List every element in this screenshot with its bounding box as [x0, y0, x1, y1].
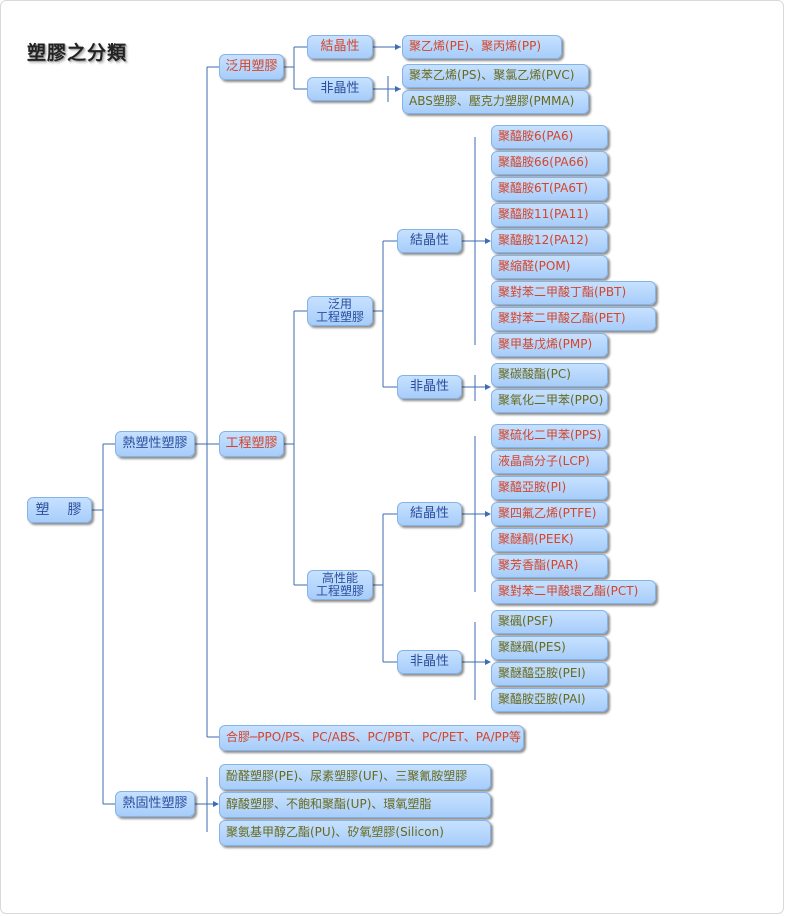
- node-thermoset: 熱固性塑膠: [115, 791, 195, 817]
- geng-crystalline-item: 聚對苯二甲酸乙酯(PET): [491, 307, 656, 331]
- geng-crystalline-item: 聚醯胺66(PA66): [491, 151, 608, 175]
- node-geng-amorphous: 非晶性: [397, 375, 462, 399]
- heng-crystalline-item: 聚芳香酯(PAR): [491, 554, 608, 578]
- node-thermoplastic: 熱塑性塑膠: [115, 431, 195, 457]
- heng-amorphous-item: 聚醯胺亞胺(PAI): [491, 688, 608, 712]
- heng-crystalline-item: 液晶高分子(LCP): [491, 450, 608, 474]
- thermoset-item: 醇酸塑膠、不飽和聚酯(UP)、環氧塑脂: [219, 792, 491, 818]
- node-general-amorphous: 非晶性: [307, 77, 373, 101]
- node-alloy: 合膠─PPO/PS、PC/ABS、PC/PBT、PC/PET、PA/PP等: [219, 725, 524, 751]
- node-label-line: 泛用: [327, 297, 352, 311]
- geng-crystalline-item: 聚醯胺6(PA6): [491, 125, 608, 149]
- geng-crystalline-item: 聚醯胺6T(PA6T): [491, 177, 608, 201]
- heng-crystalline-item: 聚對苯二甲酸環乙酯(PCT): [491, 580, 656, 604]
- geng-crystalline-item: 聚醯胺12(PA12): [491, 229, 608, 253]
- node-root: 塑 膠: [27, 497, 92, 523]
- thermoset-item: 酚醛塑膠(PE)、尿素塑膠(UF)、三聚氰胺塑膠: [219, 764, 491, 790]
- node-general-plastic: 泛用塑膠: [219, 54, 284, 80]
- heng-crystalline-item: 聚醚酮(PEEK): [491, 528, 608, 552]
- geng-amorphous-item: 聚碳酸酯(PC): [491, 363, 608, 387]
- node-general-engineering: 泛用 工程塑膠: [307, 296, 373, 326]
- node-engineering-plastic: 工程塑膠: [219, 431, 284, 457]
- geng-crystalline-item: 聚醯胺11(PA11): [491, 203, 608, 227]
- heng-crystalline-item: 聚醯亞胺(PI): [491, 476, 608, 500]
- thermoset-item: 聚氨基甲醇乙酯(PU)、矽氧塑膠(Silicon): [219, 820, 491, 846]
- general-amorphous-item: 聚苯乙烯(PS)、聚氯乙烯(PVC): [402, 64, 589, 88]
- heng-amorphous-item: 聚碸(PSF): [491, 610, 608, 634]
- heng-crystalline-item: 聚四氟乙烯(PTFE): [491, 502, 608, 526]
- geng-crystalline-item: 聚對苯二甲酸丁酯(PBT): [491, 281, 656, 305]
- general-crystalline-item: 聚乙烯(PE)、聚丙烯(PP): [402, 35, 562, 59]
- node-heng-amorphous: 非晶性: [397, 650, 462, 674]
- general-amorphous-item: ABS塑膠、壓克力塑膠(PMMA): [402, 90, 589, 114]
- node-label-line: 工程塑膠: [315, 310, 364, 324]
- node-general-crystalline: 結晶性: [307, 35, 373, 59]
- diagram-title: 塑膠之分類: [27, 42, 128, 64]
- heng-amorphous-item: 聚醚醯亞胺(PEI): [491, 662, 608, 686]
- heng-amorphous-item: 聚醚碸(PES): [491, 636, 608, 660]
- node-heng-crystalline: 結晶性: [397, 502, 462, 526]
- node-geng-crystalline: 結晶性: [397, 229, 462, 253]
- node-high-performance-engineering: 高性能 工程塑膠: [307, 570, 373, 600]
- node-label-line: 工程塑膠: [315, 584, 364, 598]
- node-label-line: 高性能: [321, 571, 358, 585]
- geng-crystalline-item: 聚縮醛(POM): [491, 255, 608, 279]
- geng-amorphous-item: 聚氧化二甲苯(PPO): [491, 389, 608, 413]
- heng-crystalline-item: 聚硫化二甲苯(PPS): [491, 424, 608, 448]
- geng-crystalline-item: 聚甲基戊烯(PMP): [491, 333, 608, 357]
